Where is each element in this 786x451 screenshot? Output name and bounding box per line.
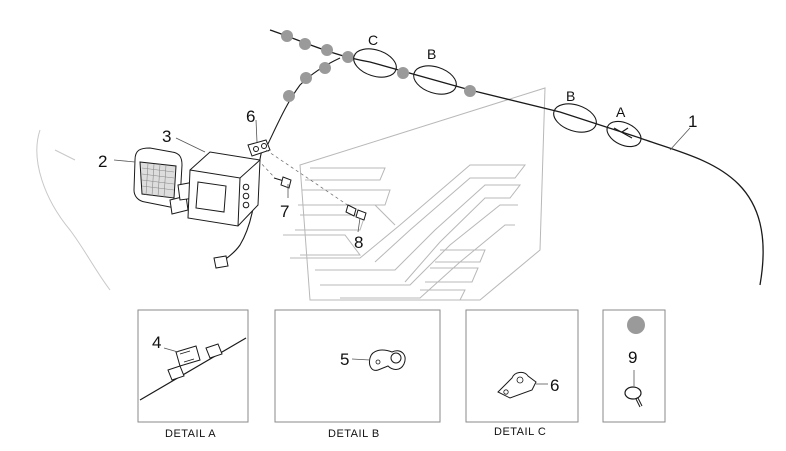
item-9-panel: 9 [602,309,666,423]
ellipse-detail-b-right [553,103,597,133]
callout-1: 1 [688,112,697,131]
screw-7 [273,176,292,189]
callout-4: 4 [152,333,161,352]
clip-dot [300,72,312,84]
callout-9: 9 [628,348,637,367]
detail-b-panel: 5 [274,309,441,423]
grey-indicator-dot [627,316,645,334]
wiring-harness [269,29,764,286]
work-lamp [133,147,196,215]
callout-7: 7 [280,202,289,221]
vehicle-body-outline [283,87,546,301]
detail-b-caption: DETAIL B [328,428,380,440]
lead-plug [213,255,229,269]
clip-dot [283,90,295,102]
detail-c-panel: 6 [465,309,579,423]
clip-dot [464,85,476,97]
clip-dot [281,30,293,42]
callout-detail-c-6: 6 [550,376,559,395]
callout-5: 5 [340,350,349,369]
detail-c-caption: DETAIL C [494,426,546,438]
lamp-housing [187,151,261,227]
callout-6: 6 [246,107,255,126]
ellipse-detail-a [606,120,642,148]
callout-2: 2 [98,152,107,171]
ellipse-detail-c [353,48,397,78]
screw-8 [345,204,367,221]
harness-bracket [247,139,271,157]
clip-dot [342,51,354,63]
callout-8: 8 [354,233,363,252]
marker-a: A [616,104,626,120]
connector-a-symbol [613,127,633,139]
ellipse-detail-b-top [413,65,457,95]
marker-c: C [368,32,378,48]
harness-clip-dots [281,30,476,102]
marker-b-top: B [427,46,436,62]
callout-3: 3 [162,127,171,146]
detail-ellipses [353,48,642,148]
clip-dot [321,44,333,56]
clip-dot [397,67,409,79]
detail-a-panel: 4 [137,309,249,423]
clip-dot [319,62,331,74]
marker-b-right: B [566,88,575,104]
leader-lines [113,119,691,233]
clip-dot [299,38,311,50]
alignment-lines [257,149,353,209]
detail-a-caption: DETAIL A [165,428,216,440]
ghost-fender-outline [36,129,111,291]
